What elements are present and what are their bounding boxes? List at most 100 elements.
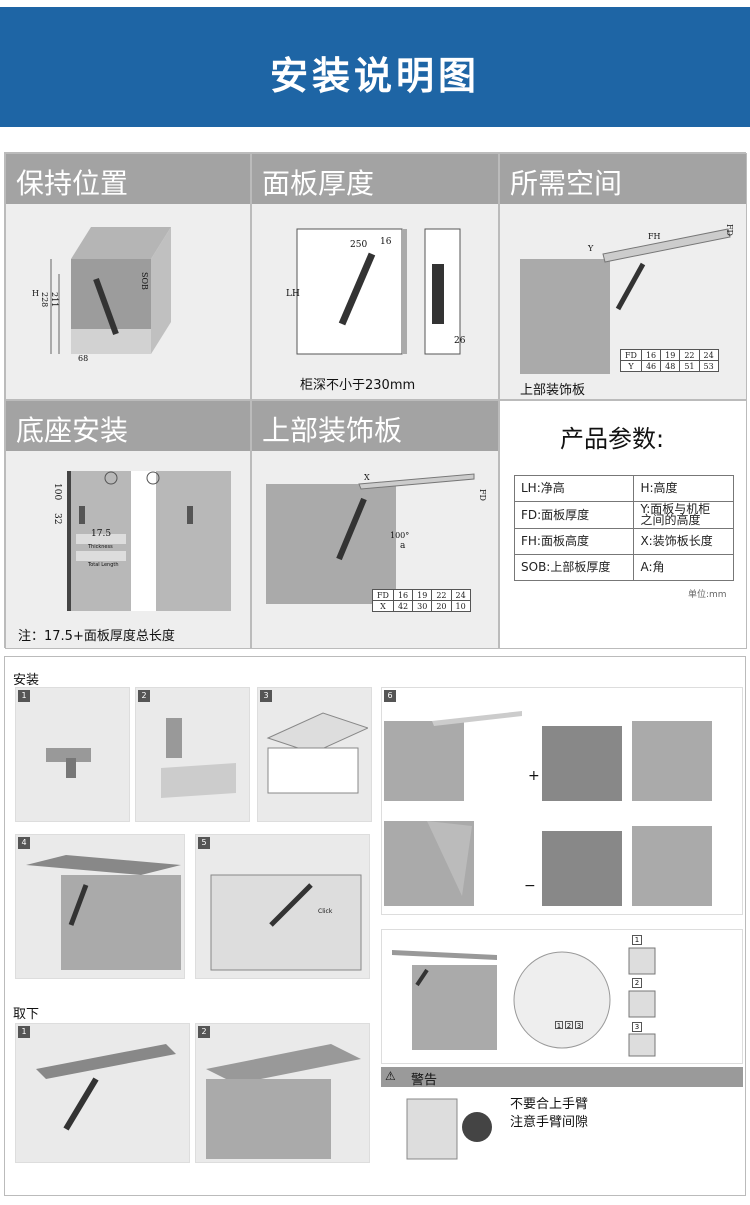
param-cell: FD:面板厚度 — [513, 501, 635, 529]
top-trim-title: 上部装饰板 — [252, 401, 498, 451]
param-cell: Y:面板与机柜 之间的高度 — [633, 501, 734, 529]
dim-fd: FD — [725, 224, 734, 236]
panel-caption: 柜深不小于230mm — [300, 378, 416, 393]
fd-y-cell: 46 — [640, 360, 662, 372]
fd-x-cell: 16 — [392, 589, 414, 601]
panel-thickness-cell: 面板厚度 250 16 LH 26 柜深不小于230mm — [251, 153, 499, 400]
dim-26: 26 — [454, 336, 466, 346]
unit-label: 单位:mm — [688, 590, 727, 600]
fd-y-cell: 53 — [698, 360, 719, 372]
hold-position-title: 保持位置 — [6, 154, 250, 204]
title-banner: 安装说明图 — [0, 7, 750, 127]
dim-68: 68 — [78, 354, 89, 363]
dim-100: 100 — [52, 483, 62, 501]
step-number: 1 — [18, 1026, 30, 1038]
install-step-6: 6 + − — [381, 687, 743, 915]
dim-h: H — [32, 289, 39, 298]
remove-step-1: 1 — [15, 1023, 190, 1163]
base-install-cell: 底座安装 100 32 17.5 Thickness Total Length … — [5, 400, 251, 649]
dim-32: 32 — [52, 513, 62, 525]
hinge-num-3: 3 — [575, 1021, 583, 1030]
step-number: 5 — [198, 837, 210, 849]
dim-x: X — [364, 473, 370, 482]
hold-position-diagram — [50, 227, 171, 354]
install-step-1: 1 — [15, 687, 130, 822]
dim-211: 211 — [50, 292, 59, 308]
total-length-label: Total Length — [88, 562, 119, 568]
fd-y-cell: 24 — [698, 349, 719, 361]
space-caption: 上部装饰板 — [520, 383, 586, 398]
fd-y-cell: 19 — [660, 349, 681, 361]
instructions-panel: 安装 1 2 3 4 5 Click 6 + − 1 2 — [4, 656, 746, 1196]
fd-x-cell: 24 — [450, 589, 471, 601]
cabinet-click-diagram — [210, 874, 362, 971]
param-cell: FH:面板高度 — [513, 528, 635, 555]
dim-250: 250 — [350, 240, 368, 250]
param-cell: LH:净高 — [513, 475, 635, 502]
base-install-title: 底座安装 — [6, 401, 250, 451]
minus-sign: − — [524, 878, 536, 894]
side-num-1: 1 — [632, 935, 642, 945]
fd-x-cell: X — [372, 600, 394, 612]
hinge-num-1: 1 — [555, 1021, 563, 1030]
top-trim-diagram — [266, 473, 475, 604]
adjust-panel: 1 2 3 1 2 3 — [381, 929, 743, 1064]
dim-17-5: 17.5 — [91, 529, 112, 539]
plus-sign: + — [528, 768, 540, 784]
click-label: Click — [318, 908, 333, 915]
step-number: 2 — [138, 690, 150, 702]
fd-y-cell: 22 — [679, 349, 700, 361]
base-install-diagram — [67, 471, 231, 611]
angle-a: a — [400, 541, 406, 551]
drill-icon — [161, 718, 236, 798]
install-label: 安装 — [13, 673, 40, 688]
hold-position-cell: 保持位置 228 211 SOB H 68 — [5, 153, 251, 400]
dim-sob: SOB — [140, 272, 149, 290]
remove-label: 取下 — [13, 1007, 40, 1022]
panel-thickness-diagram — [296, 228, 461, 355]
step-number: 1 — [18, 690, 30, 702]
fd-x-cell: 20 — [431, 600, 452, 612]
install-step-3: 3 — [257, 687, 372, 822]
dim-lh: LH — [286, 289, 300, 299]
params-title: 产品参数: — [560, 425, 665, 453]
hinge-num-2: 2 — [565, 1021, 573, 1030]
remove-step-2: 2 — [195, 1023, 370, 1163]
warning-line-1: 不要合上手臂 — [510, 1097, 589, 1112]
step-number: 3 — [260, 690, 272, 702]
page-title: 安装说明图 — [269, 54, 480, 98]
warning-title: 警告 — [411, 1073, 438, 1088]
install-step-5: 5 Click — [195, 834, 370, 979]
adjustment-icons — [628, 947, 656, 1057]
fd-x-cell: 19 — [412, 589, 433, 601]
param-cell: X:装饰板长度 — [633, 528, 734, 555]
dim-228: 228 — [40, 292, 49, 308]
hinge-closeup — [513, 951, 611, 1049]
cabinet-diagram — [266, 712, 368, 794]
dim-fd2: FD — [478, 489, 487, 501]
fd-y-cell: FD — [620, 349, 642, 361]
base-caption: 注：17.5+面板厚度总长度 — [18, 629, 175, 644]
step-number: 4 — [18, 837, 30, 849]
fd-y-cell: 16 — [640, 349, 662, 361]
dim-16: 16 — [380, 237, 392, 247]
fd-x-cell: 22 — [431, 589, 452, 601]
install-step-4: 4 — [15, 834, 185, 979]
side-num-3: 3 — [632, 1022, 642, 1032]
fd-x-cell: 42 — [392, 600, 414, 612]
step-number: 6 — [384, 690, 396, 702]
fd-y-cell: Y — [620, 360, 642, 372]
remove-diagram — [206, 1044, 361, 1159]
dim-y: Y — [588, 244, 594, 253]
dim-fh: FH — [648, 232, 661, 241]
fd-y-cell: 51 — [679, 360, 700, 372]
param-cell: SOB:上部板厚度 — [513, 554, 635, 581]
